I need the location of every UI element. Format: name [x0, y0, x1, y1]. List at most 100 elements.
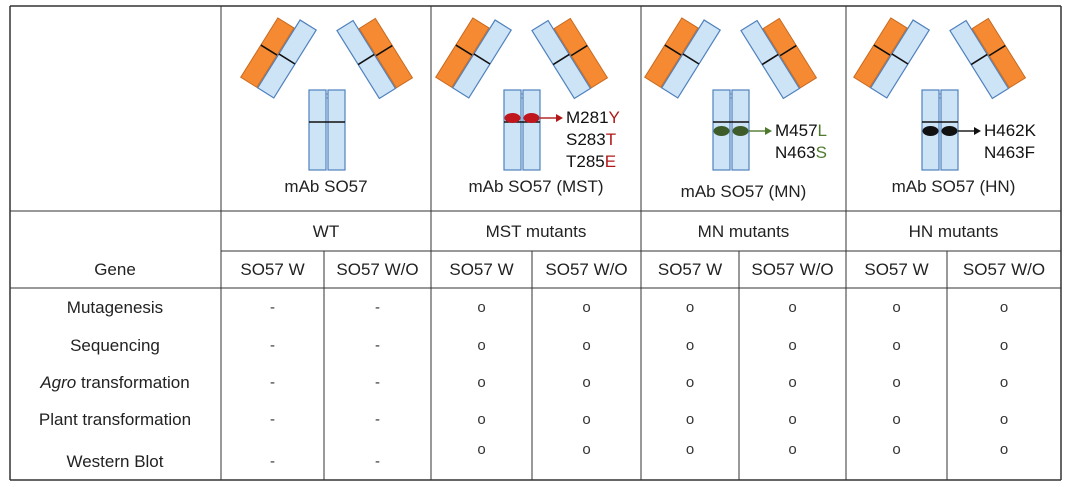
table-cell: o — [582, 337, 591, 354]
mutation-residue: T — [605, 130, 617, 149]
table-cell: - — [270, 411, 275, 428]
mutation-residue: E — [604, 152, 617, 171]
table-cell: o — [788, 374, 797, 391]
mutation-base: H462K — [984, 121, 1036, 140]
row-label-text: Western Blot — [66, 452, 164, 471]
light-chain — [762, 17, 818, 89]
construct-caption: mAb SO57 (MN) — [680, 182, 807, 201]
mutation-label: M457L — [775, 120, 827, 142]
table-cell: o — [685, 441, 695, 458]
mutation-marker — [713, 126, 730, 136]
group-header: MST mutants — [485, 222, 587, 241]
light-chain — [853, 17, 908, 89]
row-label: Sequencing — [10, 336, 220, 356]
table-cell: - — [375, 411, 380, 428]
gene-column-header: SO57 W/O — [962, 260, 1046, 279]
table-cell: o — [477, 374, 486, 391]
light-chain — [644, 17, 699, 89]
light-chain — [240, 17, 295, 89]
table-cell: o — [582, 411, 591, 428]
table-cell: - — [270, 299, 275, 316]
table-cell: o — [685, 299, 695, 316]
fc-stem-left — [308, 89, 327, 171]
group-header: HN mutants — [908, 222, 999, 241]
row-label: Plant transformation — [10, 410, 220, 430]
gene-column-header: SO57 W — [864, 260, 929, 279]
table-cell: o — [788, 441, 797, 458]
table-cell: - — [375, 374, 380, 391]
row-label-text: Sequencing — [70, 336, 160, 355]
mutation-marker — [732, 126, 749, 136]
table-cell: o — [892, 441, 901, 458]
table-cell: o — [788, 337, 797, 354]
table-cell: o — [999, 441, 1009, 458]
fc-stem-right — [327, 89, 346, 171]
table-cell: o — [892, 337, 901, 354]
row-label: Agro transformation — [10, 373, 220, 393]
mutation-marker — [504, 113, 521, 123]
gene-header: Gene — [94, 260, 136, 279]
table-cell: - — [270, 337, 275, 354]
table-cell: o — [685, 337, 695, 354]
fc-stem-left — [503, 89, 522, 171]
group-header: WT — [312, 222, 340, 241]
mutation-marker — [922, 126, 939, 136]
table-cell: o — [999, 337, 1009, 354]
gene-column-header: SO57 W — [449, 260, 514, 279]
table-cell: o — [892, 374, 901, 391]
mutation-residue: L — [817, 121, 827, 140]
antibody-diagram — [644, 17, 818, 171]
mutation-label: H462K — [984, 120, 1036, 142]
antibody-diagram — [240, 17, 414, 171]
row-label-text: Plant transformation — [38, 410, 192, 429]
mutation-base: S283 — [566, 130, 606, 149]
table-cell: o — [892, 411, 901, 428]
mutation-base: T285 — [566, 152, 605, 171]
mutation-base: M281 — [566, 108, 609, 127]
table-cell: o — [685, 411, 695, 428]
table-cell: o — [892, 299, 901, 316]
mutation-label: N463F — [984, 142, 1036, 164]
gene-column-header: SO57 W/O — [751, 260, 834, 279]
table-cell: o — [477, 441, 486, 458]
construct-caption: mAb SO57 — [284, 177, 368, 196]
mutation-label: T285E — [566, 151, 620, 173]
mutation-label: S283T — [566, 129, 620, 151]
construct-caption: mAb SO57 (MST) — [468, 177, 604, 196]
row-label: Mutagenesis — [10, 298, 220, 318]
row-label-italic: Agro — [40, 373, 77, 392]
table-cell: o — [582, 374, 591, 391]
gene-column-header: SO57 W/O — [336, 260, 419, 279]
table-cell: o — [999, 411, 1009, 428]
light-chain — [971, 17, 1027, 89]
light-chain — [435, 17, 490, 89]
mutation-marker — [523, 113, 540, 123]
light-chain — [358, 17, 414, 89]
table-cell: o — [582, 441, 591, 458]
fc-stem-right — [522, 89, 541, 171]
mutation-base: N463 — [775, 143, 816, 162]
gene-column-header: SO57 W — [240, 260, 305, 279]
mutation-base: M457 — [775, 121, 818, 140]
table-cell: o — [788, 299, 797, 316]
table-cell: - — [375, 299, 380, 316]
construct-caption: mAb SO57 (HN) — [891, 177, 1016, 196]
table-cell: o — [582, 299, 591, 316]
gene-column-header: SO57 W — [657, 260, 723, 279]
row-label-text: transformation — [76, 373, 190, 392]
mutation-residue: Y — [608, 108, 620, 127]
table-cell: - — [270, 453, 275, 470]
row-label-text: Mutagenesis — [66, 298, 164, 317]
mutation-marker — [941, 126, 958, 136]
table-cell: o — [477, 337, 486, 354]
group-header: MN mutants — [697, 222, 790, 241]
row-label: Western Blot — [10, 452, 220, 472]
table-cell: - — [375, 453, 380, 470]
mutation-residue: S — [815, 143, 827, 162]
table-cell: o — [788, 411, 797, 428]
mutation-list: H462K N463F — [984, 120, 1036, 164]
